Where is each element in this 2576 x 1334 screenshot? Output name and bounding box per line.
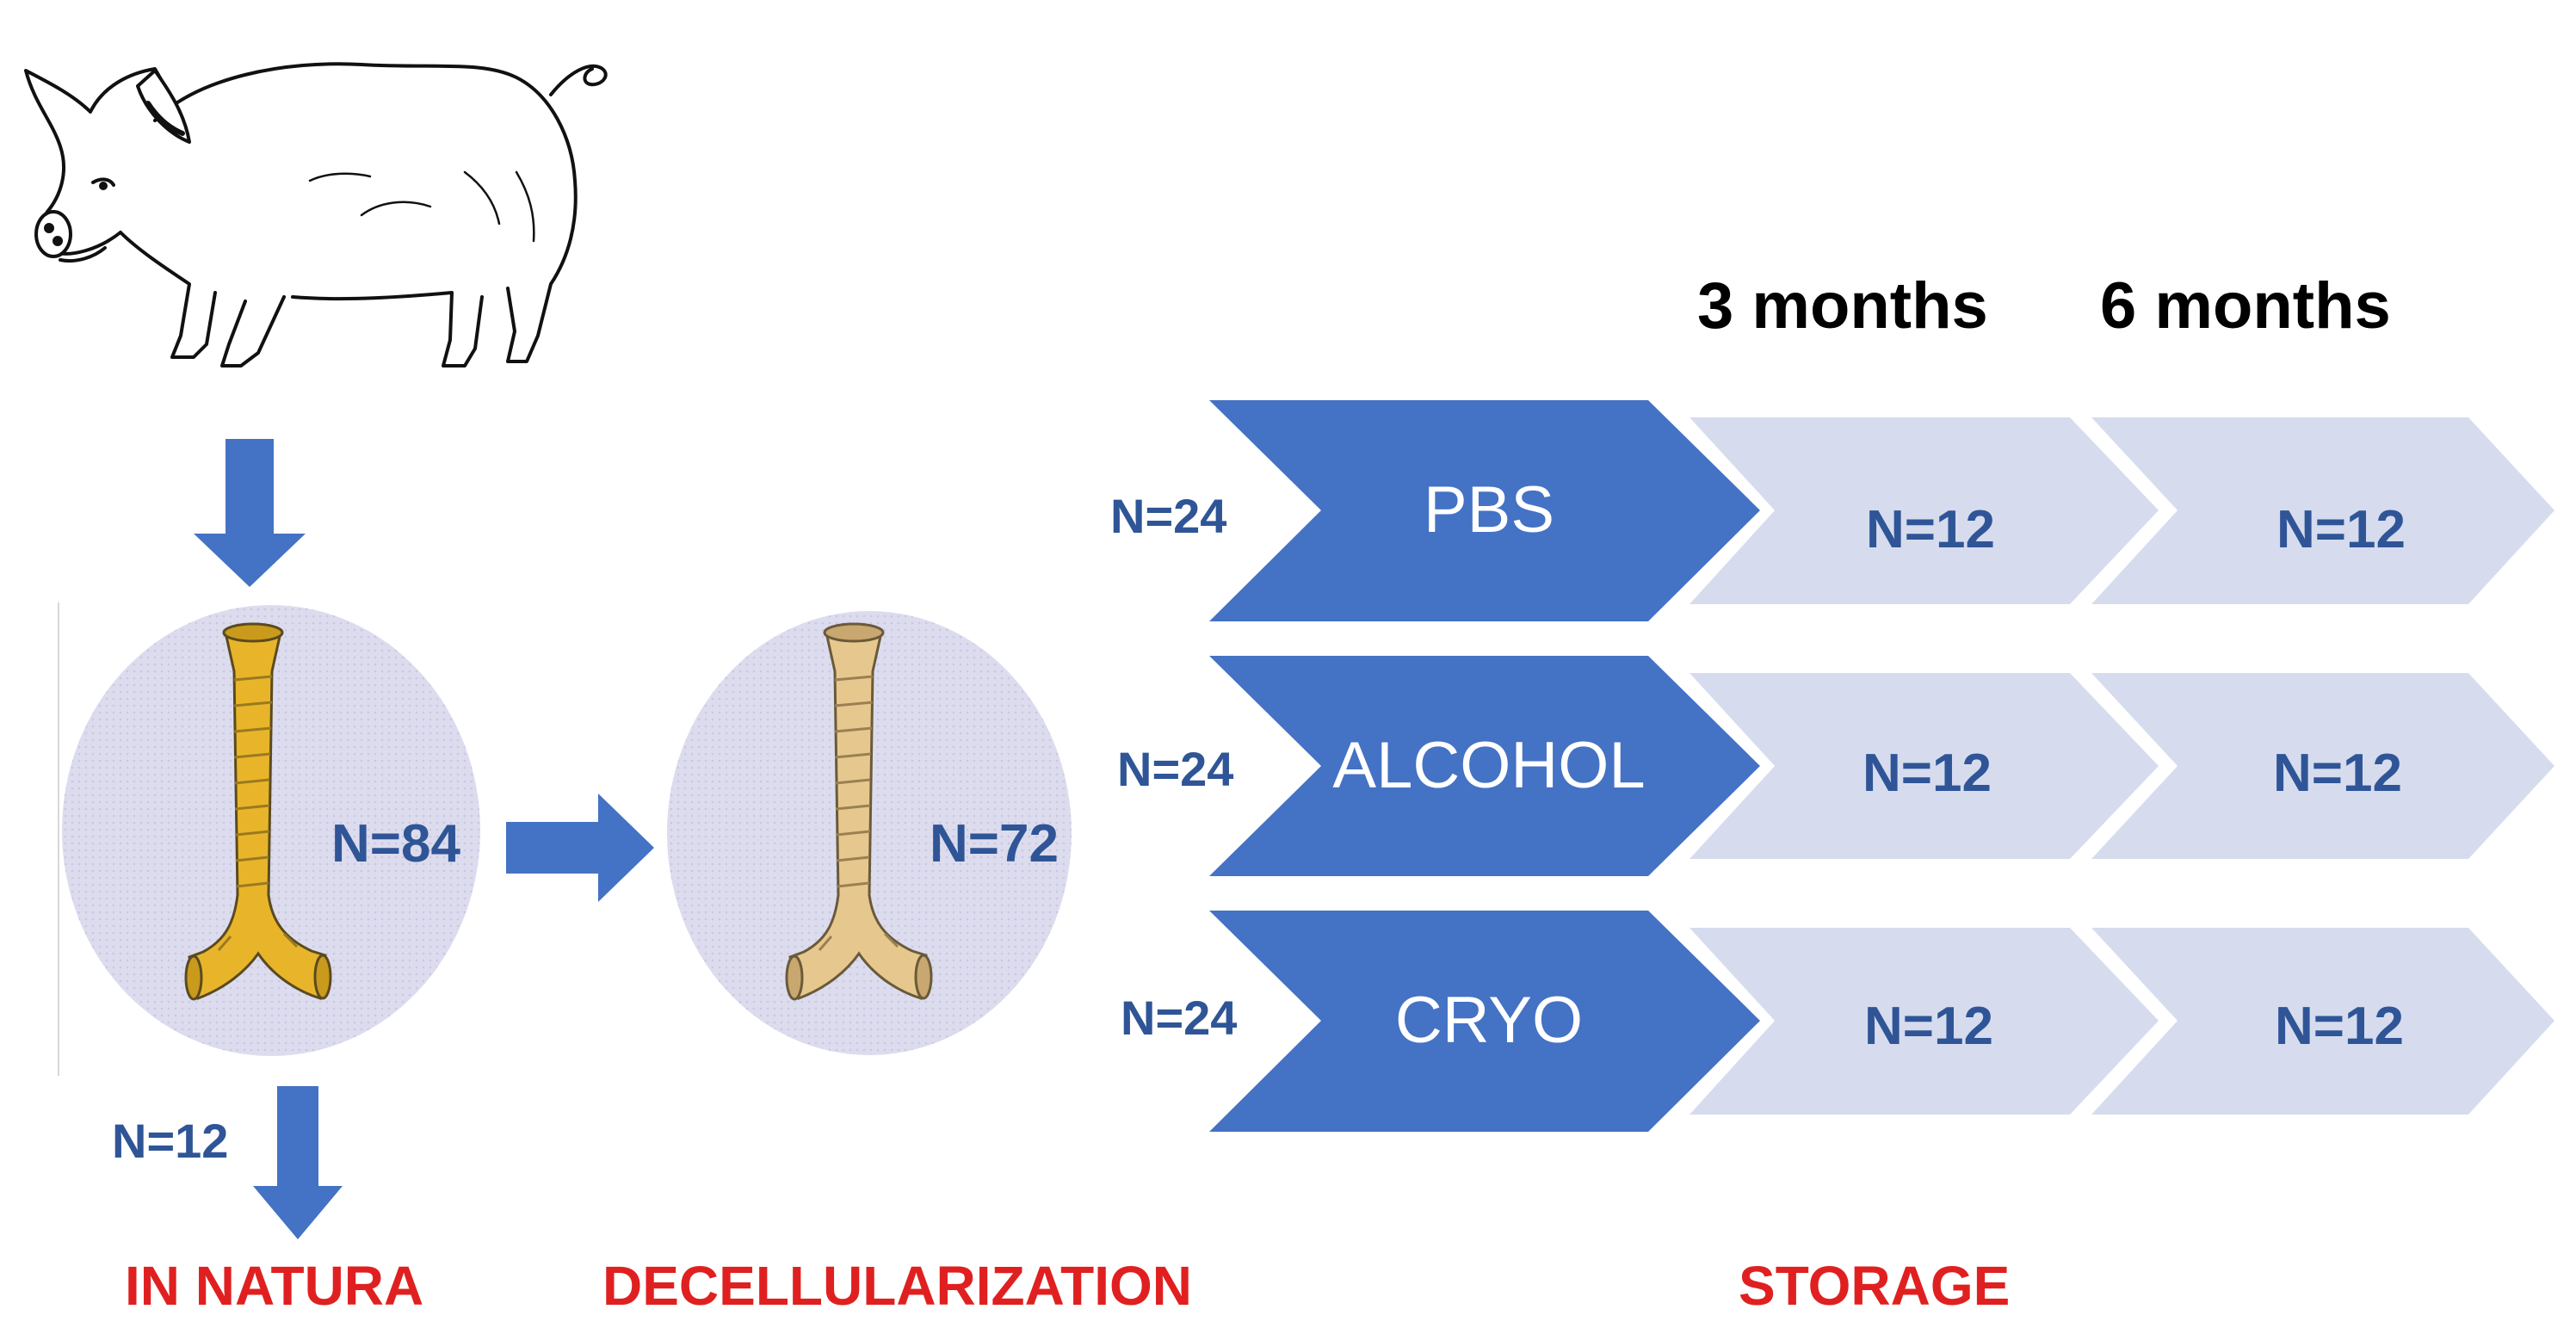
n-cryo-3-months: N=12 bbox=[1864, 997, 1993, 1056]
phase-in-natura: IN NATURA bbox=[125, 1255, 424, 1317]
right-arrow-icon bbox=[506, 794, 654, 902]
chevron-pbs bbox=[1209, 400, 1760, 621]
n-group-alcohol: N=24 bbox=[1117, 742, 1234, 796]
chevron-alcohol bbox=[1209, 656, 1760, 876]
phase-decellularization: DECELLULARIZATION bbox=[602, 1255, 1192, 1317]
chevron-pbs-3m bbox=[1690, 417, 2159, 604]
chevron-alcohol-label: ALCOHOL bbox=[1332, 729, 1646, 802]
chevron-cryo-6m bbox=[2091, 928, 2554, 1115]
down-arrow-icon bbox=[194, 439, 306, 587]
n-cryo-6-months: N=12 bbox=[2275, 997, 2404, 1056]
n-alcohol-6-months: N=12 bbox=[2273, 744, 2402, 803]
down-arrow-output-icon bbox=[253, 1086, 343, 1239]
phase-storage: STORAGE bbox=[1739, 1255, 2011, 1317]
n-decell: N=72 bbox=[930, 814, 1059, 874]
n-pbs-3-months: N=12 bbox=[1866, 500, 1995, 559]
in-natura-circle bbox=[62, 605, 480, 1056]
trachea-fresh-icon bbox=[184, 622, 332, 1001]
trachea-decell-icon bbox=[785, 622, 933, 1001]
n-alcohol-3-months: N=12 bbox=[1863, 744, 1992, 803]
chevron-alcohol-3m bbox=[1690, 673, 2159, 859]
chevron-cryo-label: CRYO bbox=[1394, 984, 1584, 1057]
chevron-cryo-3m bbox=[1690, 928, 2159, 1115]
n-group-pbs: N=24 bbox=[1110, 489, 1227, 543]
period-3-months: 3 months bbox=[1697, 269, 1988, 343]
chevron-pbs-label: PBS bbox=[1423, 473, 1555, 547]
n-in-natura: N=84 bbox=[331, 814, 460, 874]
n-in-natura-output: N=12 bbox=[112, 1114, 229, 1168]
n-group-cryo: N=24 bbox=[1121, 991, 1238, 1045]
chevron-cryo bbox=[1209, 911, 1760, 1132]
n-pbs-6-months: N=12 bbox=[2276, 500, 2406, 559]
period-6-months: 6 months bbox=[2100, 269, 2391, 343]
chevron-alcohol-6m bbox=[2091, 673, 2554, 859]
pig-icon bbox=[24, 62, 608, 367]
chevron-pbs-6m bbox=[2091, 417, 2554, 604]
